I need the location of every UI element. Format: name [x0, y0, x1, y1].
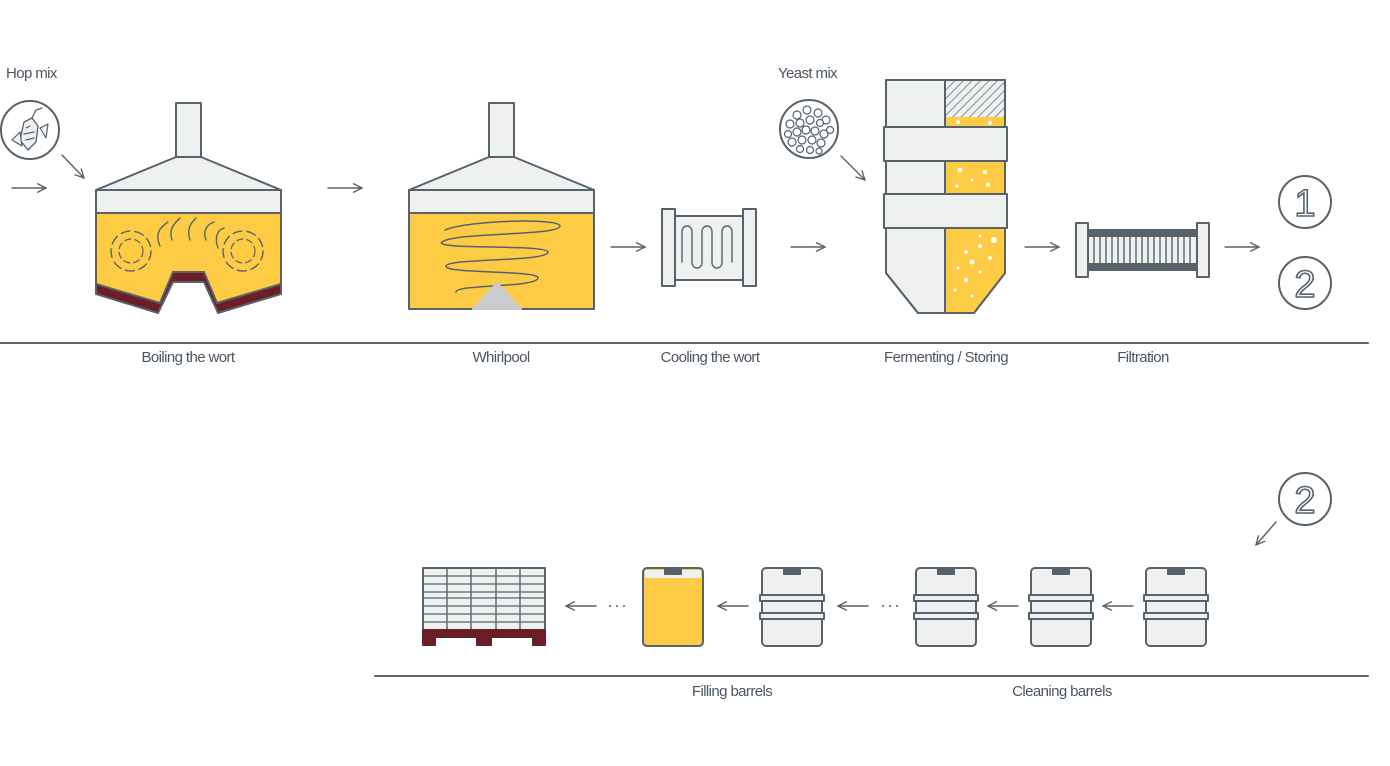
yeast-icon — [779, 99, 839, 159]
output-two-numeral: 2 — [1294, 264, 1315, 306]
arrow-two-down — [1256, 521, 1277, 545]
label-whirlpool: Whirlpool — [472, 349, 530, 366]
output-one-circle — [1278, 175, 1332, 229]
label-boiling: Boiling the wort — [141, 349, 236, 366]
filter — [1075, 222, 1210, 278]
output-two-bottom-numeral: 2 — [1294, 480, 1315, 522]
barrel-filled — [642, 567, 704, 647]
whirlpool-tank — [408, 102, 595, 310]
dots-b5 — [609, 605, 625, 607]
output-two-bottom-circle — [1278, 472, 1332, 526]
output-one-numeral: 1 — [1294, 183, 1315, 225]
cooler — [661, 208, 757, 287]
label-fermenting: Fermenting / Storing — [884, 349, 1009, 366]
barrel-empty — [759, 567, 825, 647]
fermenter — [883, 79, 1008, 314]
barrel-pallet — [422, 567, 546, 646]
label-filtration: Filtration — [1117, 349, 1169, 366]
yeast-arrow — [840, 155, 865, 180]
label-filling: Filling barrels — [691, 683, 773, 700]
label-cooling: Cooling the wort — [660, 349, 760, 366]
output-two-circle — [1278, 256, 1332, 310]
dots-b3 — [882, 605, 898, 607]
label-cleaning: Cleaning barrels — [1012, 683, 1112, 700]
hop-icon — [0, 100, 60, 160]
barrel-clean-3 — [913, 567, 979, 647]
hop-arrow — [61, 154, 84, 178]
yeast-mix-label: Yeast mix — [778, 65, 838, 82]
barrel-clean-2 — [1028, 567, 1094, 647]
boiling-kettle — [95, 102, 282, 314]
barrel-clean-1 — [1143, 567, 1209, 647]
hop-mix-label: Hop mix — [6, 65, 57, 82]
